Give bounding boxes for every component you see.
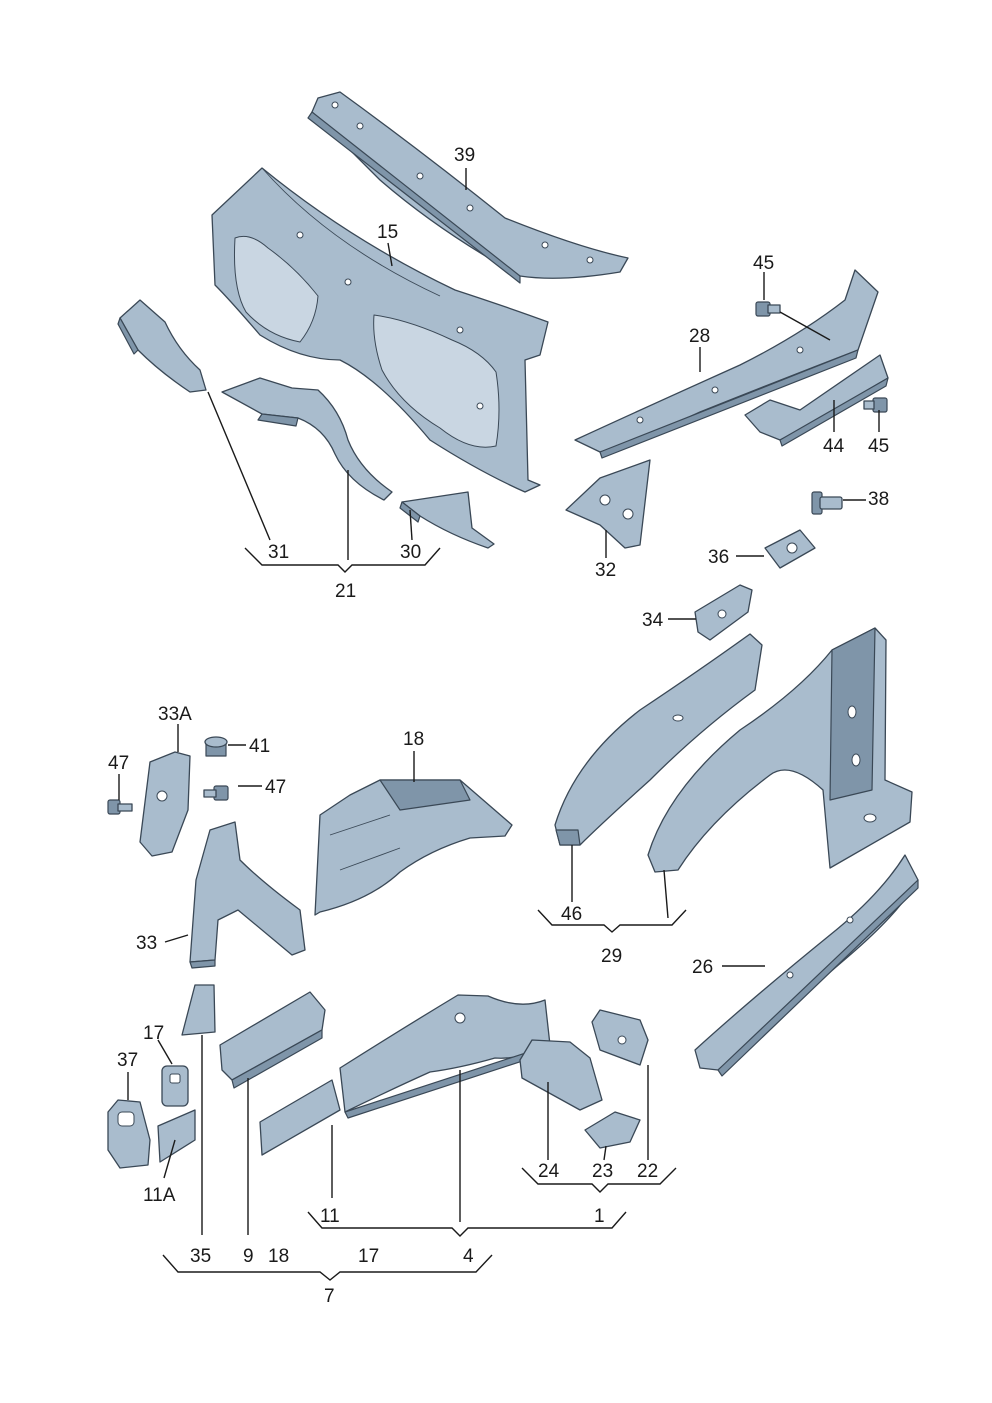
leader-lines bbox=[118, 168, 880, 1281]
callout-39: 39 bbox=[454, 145, 475, 166]
callout-labels: 39 15 45 28 44 45 38 31 30 21 32 36 34 3… bbox=[108, 145, 889, 1307]
callout-33A: 33A bbox=[158, 704, 192, 725]
part-35-bracket bbox=[181, 984, 216, 1036]
part-4-longitudinal-member bbox=[339, 994, 551, 1119]
callout-47-left: 47 bbox=[108, 753, 129, 774]
part-47-bolt-left bbox=[107, 799, 133, 815]
part-31-left-bracket bbox=[117, 299, 207, 393]
callout-26: 26 bbox=[692, 957, 713, 978]
callout-4: 4 bbox=[463, 1246, 474, 1267]
part-21-wheelhouse-rail bbox=[221, 377, 393, 501]
callout-36: 36 bbox=[708, 547, 729, 568]
part-45-bolt-upper bbox=[755, 301, 781, 317]
part-30-right-bracket bbox=[399, 491, 495, 549]
callout-46: 46 bbox=[561, 904, 582, 925]
part-41-nut bbox=[204, 736, 228, 757]
callout-23: 23 bbox=[592, 1161, 613, 1182]
part-38-stud bbox=[811, 491, 843, 515]
part-33-pillar bbox=[189, 821, 306, 969]
callout-44: 44 bbox=[823, 436, 845, 457]
callout-31: 31 bbox=[268, 542, 289, 563]
callout-30: 30 bbox=[400, 542, 421, 563]
callout-34: 34 bbox=[642, 610, 664, 631]
part-18-wheel-arch bbox=[314, 779, 513, 916]
part-29-side-frame bbox=[647, 627, 913, 873]
callout-29: 29 bbox=[601, 946, 622, 967]
part-9-rail bbox=[219, 991, 326, 1089]
part-28-upper-member bbox=[574, 269, 879, 459]
callout-15: 15 bbox=[377, 222, 398, 243]
part-36-nut-plate bbox=[764, 529, 816, 569]
callout-32: 32 bbox=[595, 560, 616, 581]
callout-47-right: 47 bbox=[265, 777, 286, 798]
callout-35: 35 bbox=[190, 1246, 211, 1267]
part-23-plate bbox=[584, 1111, 641, 1149]
callout-45-upper: 45 bbox=[753, 253, 774, 274]
part-45-bolt-lower bbox=[863, 397, 888, 413]
part-26-sill bbox=[694, 854, 919, 1077]
callout-9: 9 bbox=[243, 1246, 254, 1267]
callout-37: 37 bbox=[117, 1050, 138, 1071]
callout-1: 1 bbox=[594, 1206, 605, 1227]
callout-41: 41 bbox=[249, 736, 270, 757]
part-47-bolt-right bbox=[203, 785, 229, 801]
part-22-bracket bbox=[591, 1009, 649, 1066]
callout-24: 24 bbox=[538, 1161, 560, 1182]
callout-11A: 11A bbox=[143, 1185, 176, 1206]
callout-17-group: 17 bbox=[358, 1246, 379, 1267]
callout-21: 21 bbox=[335, 581, 356, 602]
part-33A-plate bbox=[139, 751, 191, 857]
part-17-small-plate bbox=[161, 1065, 189, 1107]
part-11-rail bbox=[259, 1079, 341, 1156]
callout-33: 33 bbox=[136, 933, 157, 954]
callout-18-group: 18 bbox=[268, 1246, 289, 1267]
part-24-bracket bbox=[519, 1039, 603, 1111]
callout-28: 28 bbox=[689, 326, 710, 347]
callout-38: 38 bbox=[868, 489, 889, 510]
part-37-bracket bbox=[107, 1099, 151, 1169]
callout-17-small: 17 bbox=[143, 1023, 164, 1044]
part-39-cowl-upper-panel bbox=[307, 91, 629, 284]
callout-7: 7 bbox=[324, 1286, 335, 1307]
part-34-bracket bbox=[694, 584, 753, 641]
part-46-pillar-inner bbox=[554, 633, 763, 846]
callout-18-wheel-arch: 18 bbox=[403, 729, 424, 750]
part-15-bulkhead-panel bbox=[211, 167, 549, 493]
part-11A-plate bbox=[157, 1109, 196, 1163]
callout-22: 22 bbox=[637, 1161, 658, 1182]
callout-45-lower: 45 bbox=[868, 436, 889, 457]
callout-11: 11 bbox=[320, 1206, 340, 1227]
part-32-bracket bbox=[565, 459, 651, 549]
